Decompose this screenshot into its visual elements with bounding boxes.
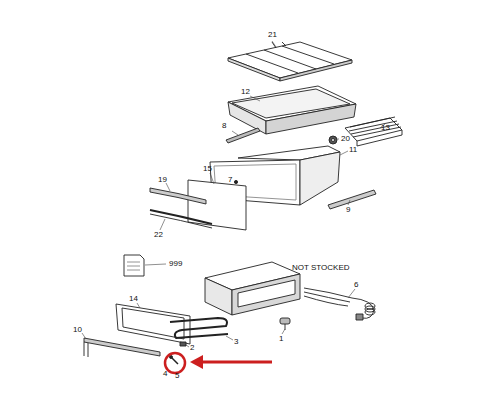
callout-number: 11 (349, 146, 357, 154)
bottom-bracket (84, 338, 160, 357)
leader-lines (82, 41, 385, 347)
power-cord (304, 288, 375, 320)
callout-number: 8 (222, 122, 226, 130)
callout-number: 22 (154, 231, 163, 239)
callout-number: 15 (203, 165, 212, 173)
trim-bar (150, 210, 212, 228)
wire-rack (345, 117, 402, 146)
callout-number: 2 (190, 344, 194, 352)
housing (205, 262, 300, 315)
callout-number: 3 (234, 338, 238, 346)
element-clip (180, 342, 186, 346)
callout-number: 10 (73, 326, 82, 334)
heating-element (170, 318, 228, 338)
slide-rail (226, 128, 260, 143)
callout-number: 20 (341, 135, 350, 143)
callout-number: 1 (279, 335, 283, 343)
callout-number: 12 (241, 88, 250, 96)
screw (170, 356, 179, 365)
callout-number: 14 (129, 295, 138, 303)
callout-number: 999 (169, 260, 182, 268)
callout-number: 21 (268, 31, 277, 39)
callout-number: 6 (354, 281, 358, 289)
knob (329, 136, 337, 144)
callout-number: 13 (381, 124, 390, 132)
manual-sheet (124, 255, 144, 276)
terminal-block (280, 318, 290, 330)
note-text: NOT STOCKED (292, 264, 350, 272)
callout-number: 5 (175, 372, 179, 380)
callout-number: 9 (346, 206, 350, 214)
front-panel (188, 180, 246, 230)
top-rack (228, 42, 352, 81)
highlight-marker (165, 353, 272, 373)
callout-number: 7 (228, 176, 232, 184)
handle (150, 188, 206, 204)
side-rail (328, 190, 376, 209)
drawer-pan (228, 86, 356, 134)
callout-number: 19 (158, 176, 167, 184)
callout-number: 4 (163, 370, 167, 378)
